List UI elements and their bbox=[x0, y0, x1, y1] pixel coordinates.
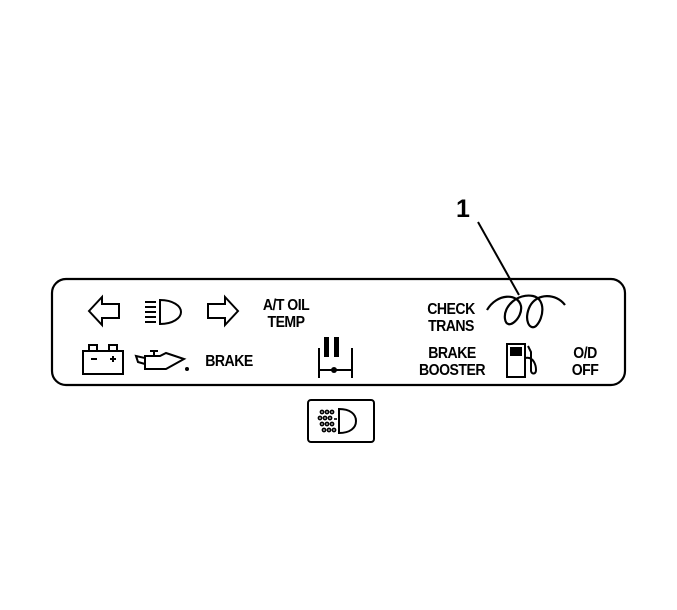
at-oil-temp-line2: TEMP bbox=[267, 314, 305, 331]
brake-booster-label: BRAKE BOOSTER bbox=[414, 345, 490, 379]
callout-leader-line bbox=[477, 221, 520, 296]
at-oil-temp-label: A/T OIL TEMP bbox=[253, 297, 320, 331]
right-turn-signal-icon bbox=[207, 294, 240, 328]
coil-glow-plug-icon bbox=[486, 294, 566, 329]
seatbelt-icon bbox=[318, 337, 353, 378]
callout-number: 1 bbox=[456, 195, 470, 223]
fog-lamp-icon bbox=[317, 407, 358, 435]
left-turn-signal-icon bbox=[87, 294, 120, 328]
at-oil-temp-line1: A/T OIL bbox=[262, 297, 310, 314]
od-off-label: O/D OFF bbox=[565, 345, 605, 379]
check-trans-line2: TRANS bbox=[428, 318, 474, 335]
od-off-line2: OFF bbox=[571, 362, 599, 379]
brake-text: BRAKE bbox=[205, 353, 253, 370]
brake-booster-line2: BOOSTER bbox=[419, 362, 485, 379]
check-trans-line1: CHECK bbox=[427, 301, 475, 318]
brake-booster-line1: BRAKE bbox=[428, 345, 476, 362]
battery-icon bbox=[82, 344, 124, 375]
indicator-panel bbox=[50, 277, 627, 387]
brake-label: BRAKE bbox=[202, 353, 257, 370]
high-beam-icon bbox=[145, 298, 183, 326]
od-off-line1: O/D bbox=[573, 345, 597, 362]
check-trans-label: CHECK TRANS bbox=[420, 301, 482, 335]
oil-can-icon bbox=[134, 350, 189, 371]
fuel-pump-icon bbox=[506, 343, 538, 378]
